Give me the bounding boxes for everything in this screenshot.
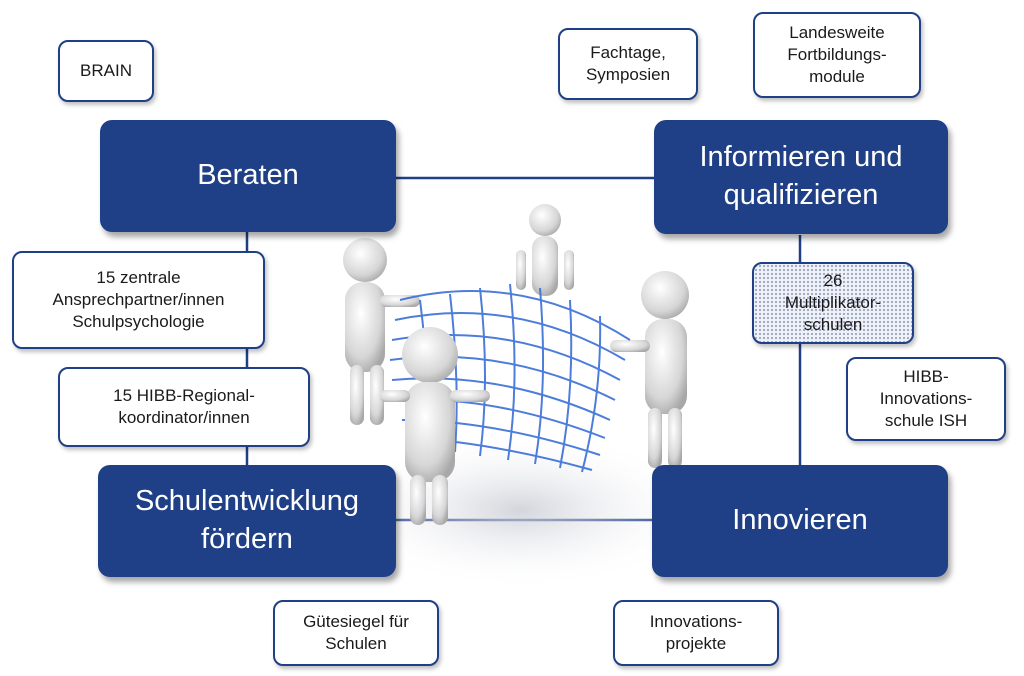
sub-innovationsprojekte-label: Innovations- projekte [649, 611, 743, 653]
sub-regionalkoordinator: 15 HIBB-Regional- koordinator/innen [58, 367, 310, 447]
sub-innovationsschule: HIBB- Innovations- schule ISH [846, 357, 1006, 441]
figure-back [516, 204, 574, 296]
sub-fortbildung: Landesweite Fortbildungs- module [753, 12, 921, 98]
node-innovieren-label: Innovieren [732, 504, 868, 537]
sub-fortbildung-label: Landesweite Fortbildungs- module [787, 22, 887, 87]
sub-brain-label: BRAIN [80, 60, 132, 80]
figure-front [380, 327, 490, 525]
figure-left [343, 238, 420, 425]
sub-regionalkoordinator-label: 15 HIBB-Regional- koordinator/innen [113, 385, 255, 427]
node-schulentwicklung: Schulentwicklung fördern [98, 465, 396, 577]
sub-brain: BRAIN [58, 40, 154, 102]
node-beraten-label: Beraten [197, 159, 299, 192]
sub-fachtage: Fachtage, Symposien [558, 28, 698, 100]
sub-innovationsschule-label: HIBB- Innovations- schule ISH [879, 366, 973, 431]
sub-innovationsprojekte: Innovations- projekte [613, 600, 779, 666]
node-schulentwicklung-label: Schulentwicklung fördern [134, 485, 360, 555]
sub-multiplikator: 26 Multiplikator- schulen [752, 262, 914, 344]
node-informieren-label: Informieren und qualifizieren [699, 141, 903, 211]
sub-guetesiegel: Gütesiegel für Schulen [273, 600, 439, 666]
sub-guetesiegel-label: Gütesiegel für Schulen [303, 611, 409, 653]
sub-ansprechpartner-label: 15 zentrale Ansprechpartner/innen Schulp… [52, 267, 225, 332]
node-informieren-qualifizieren: Informieren und qualifizieren [654, 120, 948, 234]
sub-multiplikator-label: 26 Multiplikator- schulen [784, 270, 882, 335]
sub-ansprechpartner: 15 zentrale Ansprechpartner/innen Schulp… [12, 251, 265, 349]
node-innovieren: Innovieren [652, 465, 948, 577]
people-holding-net-illustration [330, 204, 710, 590]
sub-fachtage-label: Fachtage, Symposien [585, 42, 671, 84]
node-beraten: Beraten [100, 120, 396, 232]
figure-right [610, 271, 689, 468]
